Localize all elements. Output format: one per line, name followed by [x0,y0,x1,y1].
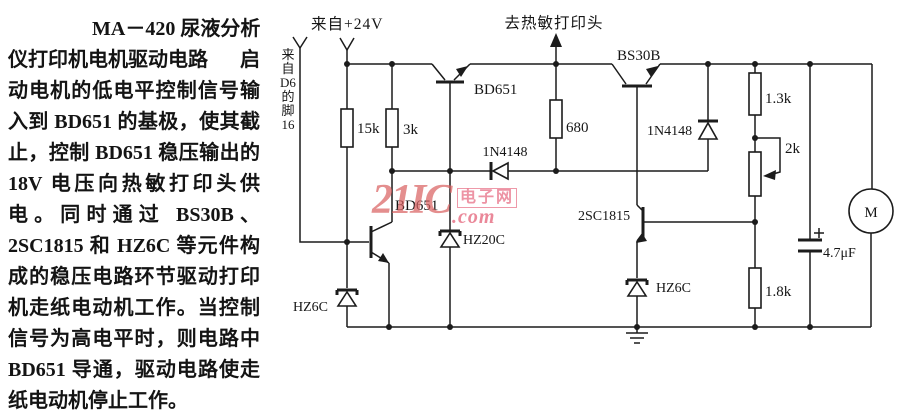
article-title-line2: 仪打印机电机驱动电路 启 [8,45,260,76]
zener-hz6c-right: HZ6C [625,278,691,297]
from-d6-label: 来 自 D6 的 脚 16 [280,47,296,132]
text-line: 纸电动机停止工作。 [8,390,188,412]
resistor-680: 680 [549,99,589,139]
zener-z1-label: HZ20C [463,233,505,248]
from-d6-arrow-icon [292,36,308,50]
text-line: BD651 导通，驱动电路使走 [8,359,260,381]
text-line: 2SC1815 和 HZ6C 等元件构 [8,235,260,257]
emitter-arrow-icon [378,253,389,263]
emitter-arrow-icon [646,66,658,77]
capacitor-4.7uf: 4.7μF [798,228,856,261]
diode-1n4148-horizontal: 1N4148 [482,145,528,181]
transistor-q2-label: BD651 [395,198,438,214]
zener-hz20c: HZ20C [438,229,505,248]
article-title-line2-text: 仪打印机电机驱动电路 [8,49,208,71]
transistor-bs30b: BS30B [611,48,661,88]
wiper-arrow-icon [763,170,776,180]
resistor-3k: 3k [385,108,419,148]
resistor-r2-label: 3k [403,122,419,138]
capacitor-label: 4.7μF [823,246,856,261]
resistor-r5-label: 2k [785,141,801,157]
svg-text:16: 16 [282,117,296,132]
description-panel: MA－420 尿液分析 仪打印机电机驱动电路 启 动电机的低电平控制信号输 入到… [8,14,260,417]
zener-z3-label: HZ6C [656,281,691,296]
to-printhead-label: 去热敏打印头 [504,14,603,32]
svg-text:D6: D6 [280,75,296,90]
transistor-bd651-upper: BD651 [431,63,517,98]
emitter-arrow-icon [636,233,647,243]
text-line: 动电机的低电平控制信号输 [8,80,260,102]
ground-icon [626,332,648,344]
diode-1n4148-vertical: 1N4148 [647,119,719,140]
zener-z2-label: HZ6C [293,300,328,315]
transistor-q4-label: 2SC1815 [578,209,630,224]
body-first-char: 启 [240,49,260,71]
text-line: 电。同时通过 BS30B、 [8,204,260,226]
text-line: 信号为高电平时，则电路中 [8,328,260,350]
text-line: 止，控制 BD651 稳压输出的 [8,142,260,164]
diode-d1-label: 1N4148 [482,145,527,160]
resistor-r6-label: 1.8k [765,284,792,300]
resistor-1.3k: 1.3k [748,72,792,116]
zener-hz6c-left: HZ6C [293,288,359,315]
text-line: 18V 电压向热敏打印头供 [8,173,260,195]
text-line: 机走纸电动机工作。当控制 [8,297,260,319]
resistor-r1-label: 15k [357,121,380,137]
svg-text:脚: 脚 [281,103,294,118]
transistor-2sc1815: 2SC1815 [578,204,647,243]
transistor-q1-label: BD651 [474,82,517,98]
motor: M [848,188,894,234]
wires [299,44,873,333]
transistor-bd651-lower: BD651 [369,198,438,327]
resistor-1.8k: 1.8k [748,267,792,309]
svg-text:的: 的 [281,89,294,104]
resistor-r3-label: 680 [566,120,589,136]
motor-label: M [864,205,877,221]
transistor-q3-label: BS30B [617,48,660,64]
from-24v-label: 来自+24V [311,15,383,33]
text-line: 入到 BD651 的基极，使其截 [8,111,260,133]
text-line: 成的稳压电路环节驱动打印 [8,266,260,288]
to-printhead-arrow-icon [550,33,562,47]
svg-text:来: 来 [281,47,294,62]
potentiometer-2k: 2k [748,141,801,197]
article-title-line1: MA－420 尿液分析 [92,18,261,40]
resistor-r4-label: 1.3k [765,91,792,107]
emitter-arrow-icon [456,66,468,77]
resistor-15k: 15k [340,108,380,148]
junction-dots [344,61,813,330]
diode-d2-label: 1N4148 [647,124,692,139]
svg-text:自: 自 [281,61,294,76]
from-24v-arrow-icon [339,37,355,52]
